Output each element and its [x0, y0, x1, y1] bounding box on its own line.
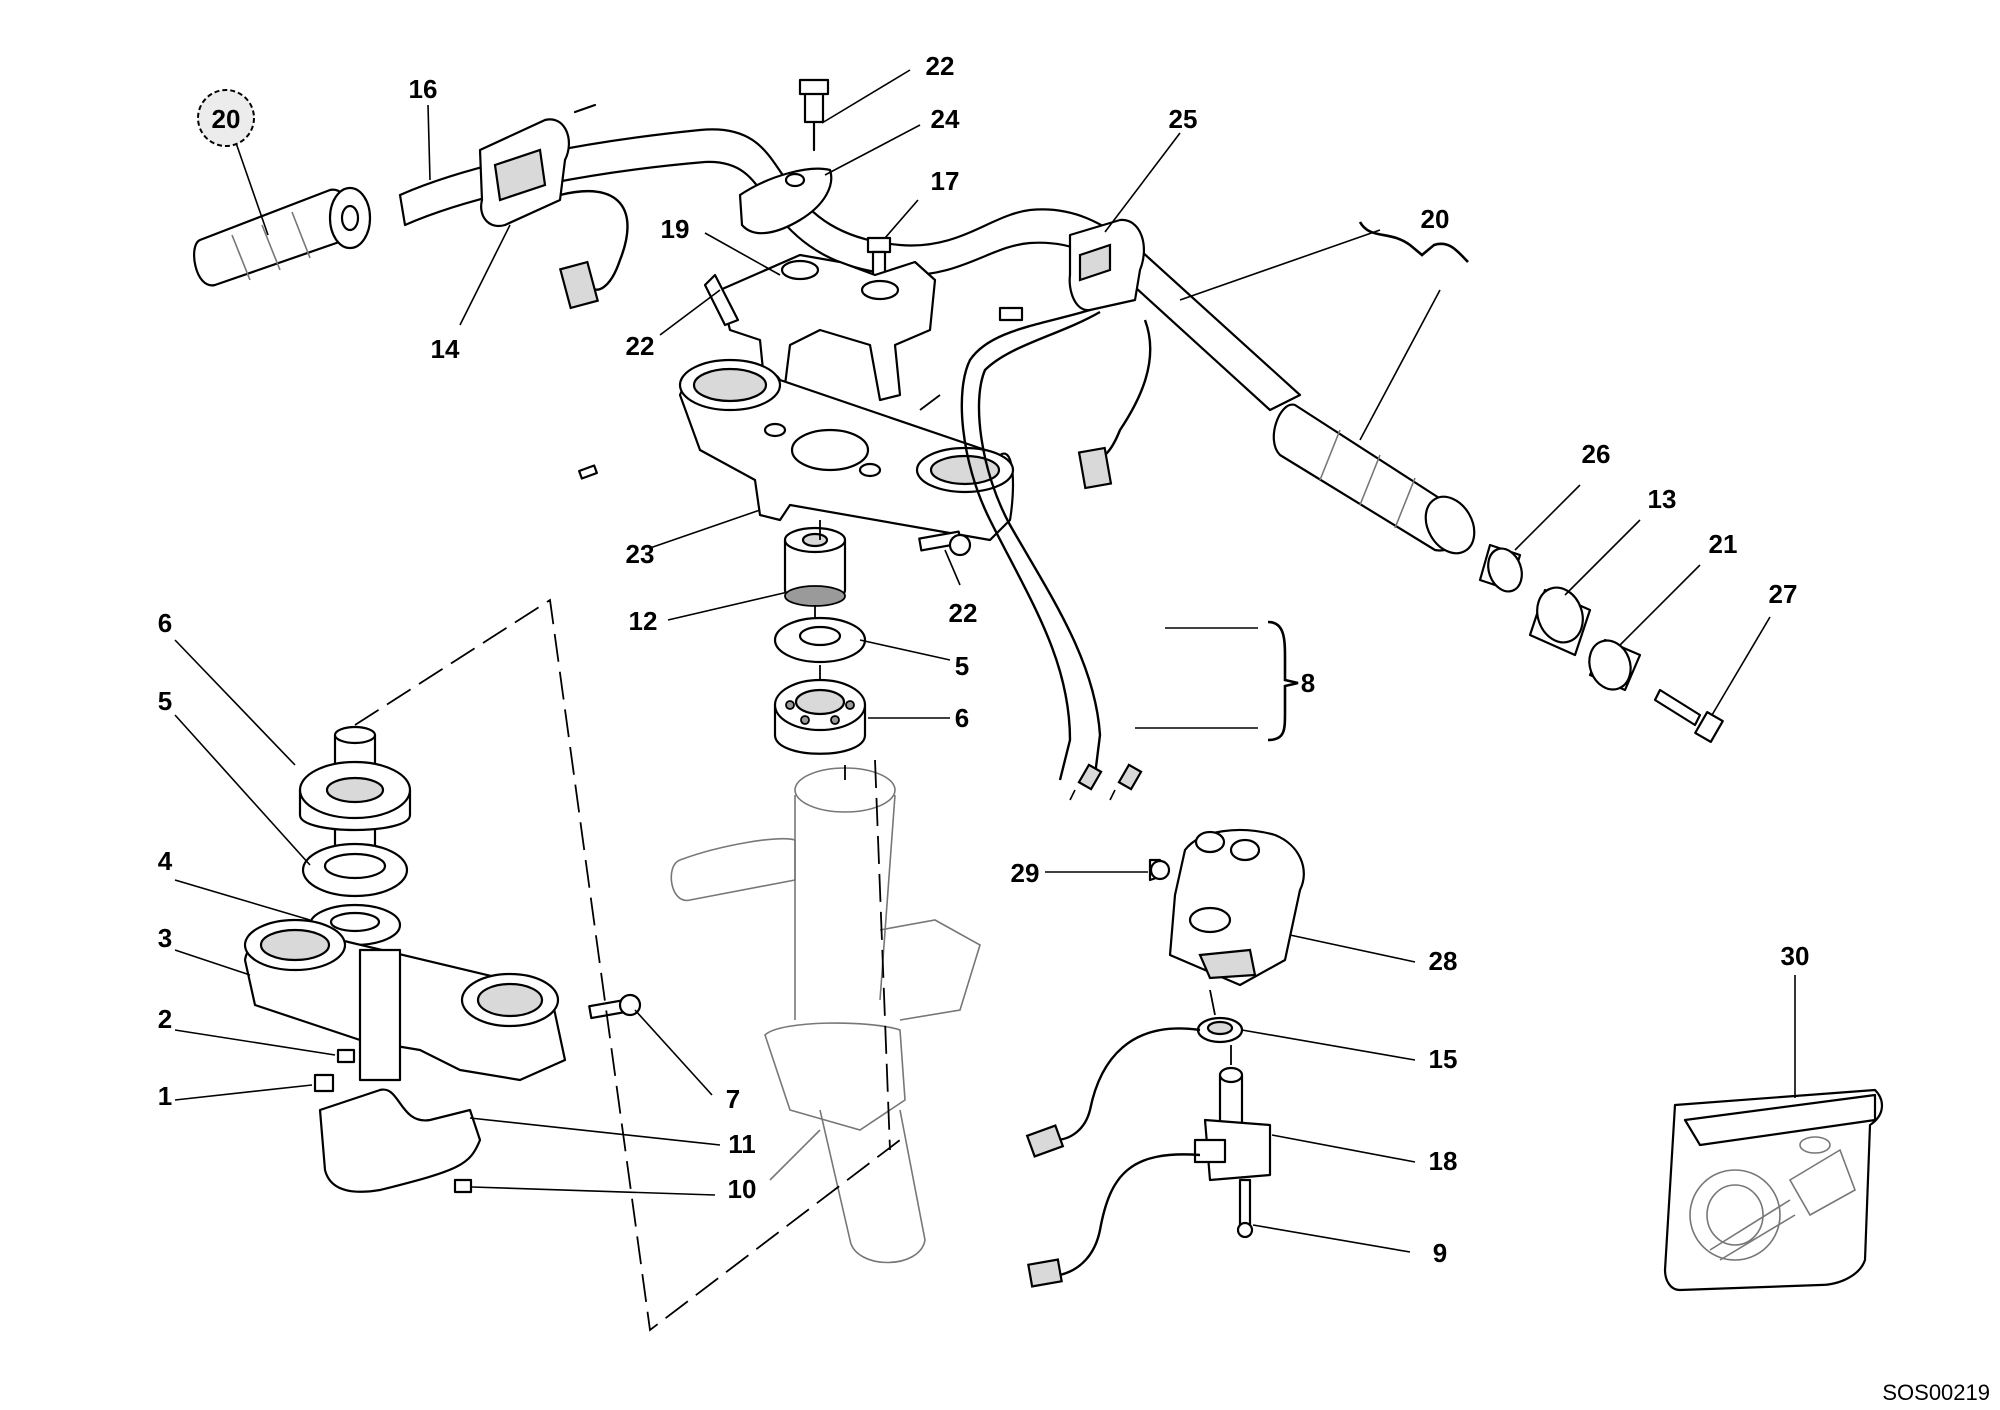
brace-20: [1358, 221, 1469, 263]
right-switch-housing: [960, 218, 1152, 781]
callout-5-left: 5: [158, 686, 172, 716]
left-grip: [193, 186, 372, 287]
callout-16: 16: [409, 74, 438, 104]
callout-18: 18: [1429, 1146, 1458, 1176]
callout-29: 29: [1011, 858, 1040, 888]
ignition-cover: [1168, 828, 1305, 987]
leader-lines: [174, 69, 1796, 1253]
callout-20-grip: 20: [1421, 204, 1450, 234]
callout-6-mid: 6: [955, 703, 969, 733]
callout-30: 30: [1781, 941, 1810, 971]
drawing-code: SOS00219: [1882, 1380, 1990, 1405]
callout-11: 11: [728, 1129, 756, 1159]
washer-mid: [773, 616, 867, 664]
callout-3: 3: [158, 923, 172, 953]
bar-end-weights: [1478, 543, 1724, 743]
callout-1: 1: [158, 1081, 172, 1111]
cover-detail: [1663, 1088, 1883, 1292]
bottom-triple-clamp: [243, 725, 567, 1082]
callout-28: 28: [1429, 946, 1458, 976]
callout-23: 23: [626, 539, 655, 569]
callout-25: 25: [1169, 104, 1198, 134]
callout-27: 27: [1769, 579, 1798, 609]
callout-9: 9: [1433, 1238, 1447, 1268]
top-clamp: [738, 78, 833, 235]
callout-20-circled: 20: [212, 104, 241, 134]
callout-19: 19: [661, 214, 690, 244]
callout-17: 17: [931, 166, 960, 196]
callout-22-top: 22: [926, 51, 955, 81]
upper-triple-clamp: [678, 358, 1015, 542]
callout-24: 24: [931, 104, 960, 134]
callout-10: 10: [728, 1174, 757, 1204]
callout-labels: 20 16 14 22 24 17 19 22 25 20 23 22 12 5…: [158, 51, 1810, 1268]
callout-14: 14: [431, 334, 460, 364]
callout-13: 13: [1648, 484, 1677, 514]
circled-marker: [197, 89, 255, 147]
callout-2: 2: [158, 1004, 172, 1034]
handlebar-riser: [703, 253, 937, 402]
callout-22-bolt: 22: [949, 598, 978, 628]
callout-5-mid: 5: [955, 651, 969, 681]
brace-8: [1267, 620, 1299, 742]
ignition-switch: [1027, 1066, 1272, 1288]
assembly-guides: [354, 394, 1232, 1332]
callout-7: 7: [726, 1084, 740, 1114]
callout-4: 4: [158, 846, 173, 876]
throttle-cable-ends: [1069, 763, 1143, 801]
callout-22-left: 22: [626, 331, 655, 361]
callout-21: 21: [1709, 529, 1738, 559]
left-switch-housing: [478, 103, 629, 310]
frame-ghost: [670, 767, 981, 1264]
steering-plate: [318, 1088, 482, 1193]
right-grip: [1272, 403, 1476, 555]
small-screws: [313, 464, 642, 1194]
callout-8: 8: [1301, 668, 1315, 698]
screw-29: [1148, 858, 1171, 882]
callout-6-left: 6: [158, 608, 172, 638]
steering-nut: [783, 526, 847, 607]
bolt-22-lower: [918, 530, 972, 557]
bearing-mid: [773, 678, 867, 755]
callout-15: 15: [1429, 1044, 1458, 1074]
ignition-ring: [1025, 1016, 1244, 1158]
callout-12: 12: [629, 606, 658, 636]
callout-26: 26: [1582, 439, 1611, 469]
